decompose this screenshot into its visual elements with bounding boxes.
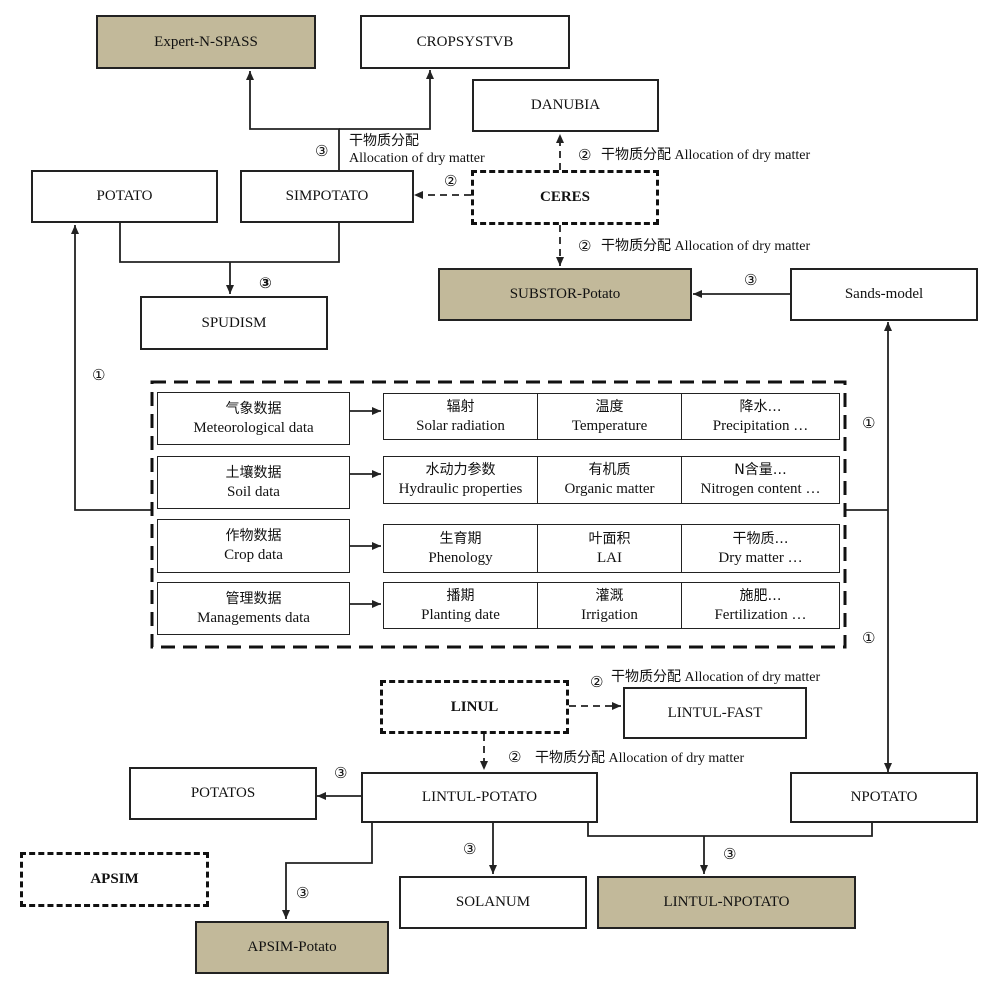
connector-simpotato-expert bbox=[246, 71, 340, 170]
item-en: Irrigation bbox=[581, 606, 638, 623]
data-category-crop: 作物数据 Crop data bbox=[157, 519, 350, 573]
marker-3: ③ bbox=[334, 764, 348, 782]
item-en: LAI bbox=[597, 549, 622, 566]
item-en: Temperature bbox=[571, 417, 648, 434]
item-en: Precipitation … bbox=[712, 417, 809, 434]
item-zh: 干物质… bbox=[732, 530, 789, 547]
marker-2: ② bbox=[590, 673, 604, 691]
connector-data-potato bbox=[71, 225, 152, 511]
item-en: Fertilization … bbox=[714, 606, 807, 623]
model-sands: Sands-model bbox=[790, 268, 978, 321]
connector-lintul-apsimpotato bbox=[282, 823, 373, 919]
data-item: 降水… Precipitation … bbox=[681, 393, 840, 440]
data-category-soil: 土壤数据 Soil data bbox=[157, 456, 350, 509]
model-potatos: POTATOS bbox=[129, 767, 317, 820]
model-apsim: APSIM bbox=[20, 852, 209, 907]
item-zh: 生育期 bbox=[439, 530, 482, 547]
data-item: 播期 Planting date bbox=[383, 582, 538, 629]
model-substor-potato: SUBSTOR-Potato bbox=[438, 268, 692, 321]
connector-to-lintul-npotato bbox=[587, 823, 873, 837]
category-zh: 作物数据 bbox=[225, 528, 282, 544]
model-lintul-potato: LINTUL-POTATO bbox=[361, 772, 598, 823]
connector-simpotato-cropsys bbox=[339, 70, 434, 130]
item-zh: 施肥… bbox=[739, 587, 782, 604]
item-zh: 降水… bbox=[739, 398, 782, 415]
data-item: 叶面积 LAI bbox=[537, 524, 682, 573]
marker-2: ② bbox=[578, 237, 592, 255]
model-spudism: SPUDISM bbox=[140, 296, 328, 350]
data-item: 辐射 Solar radiation bbox=[383, 393, 538, 440]
model-potato: POTATO bbox=[31, 170, 218, 223]
model-solanum: SOLANUM bbox=[399, 876, 587, 929]
marker-3: ③ bbox=[463, 840, 477, 858]
item-en: Phenology bbox=[428, 549, 493, 566]
item-zh: 叶面积 bbox=[588, 530, 631, 547]
item-en: Dry matter … bbox=[718, 549, 803, 566]
category-en: Soil data bbox=[227, 483, 280, 500]
marker-3: ③ bbox=[723, 845, 737, 863]
model-linul: LINUL bbox=[380, 680, 569, 734]
marker-3: ③ bbox=[315, 142, 329, 160]
model-danubia: DANUBIA bbox=[472, 79, 659, 132]
model-apsim-potato: APSIM-Potato bbox=[195, 921, 389, 974]
item-zh: N含量… bbox=[734, 462, 787, 478]
item-zh: 温度 bbox=[595, 398, 624, 415]
alloc-label-substor: 干物质分配 Allocation of dry matter bbox=[601, 238, 811, 254]
item-en: Solar radiation bbox=[416, 417, 505, 434]
item-zh: 有机质 bbox=[588, 462, 631, 478]
model-lintul-fast: LINTUL-FAST bbox=[623, 687, 807, 739]
marker-1: ① bbox=[862, 629, 876, 647]
marker-2: ② bbox=[578, 146, 592, 164]
item-zh: 辐射 bbox=[446, 398, 475, 415]
model-lintul-npotato: LINTUL-NPOTATO bbox=[597, 876, 856, 929]
data-item: 生育期 Phenology bbox=[383, 524, 538, 573]
data-item: 灌溉 Irrigation bbox=[537, 582, 682, 629]
alloc-label-lintul-potato: 干物质分配 Allocation of dry matter bbox=[535, 750, 745, 766]
item-zh: 水动力参数 bbox=[425, 462, 496, 478]
marker-2: ② bbox=[508, 748, 522, 766]
model-ceres: CERES bbox=[471, 170, 659, 225]
data-item: 干物质… Dry matter … bbox=[681, 524, 840, 573]
alloc-label-lintul-fast: 干物质分配 Allocation of dry matter bbox=[611, 669, 821, 685]
connector-to-spudism bbox=[119, 223, 340, 263]
item-zh: 播期 bbox=[446, 587, 475, 604]
data-category-management: 管理数据 Managements data bbox=[157, 582, 350, 635]
item-en: Organic matter bbox=[564, 481, 655, 497]
marker-3: ③ bbox=[744, 271, 758, 289]
alloc-label-simpotato: 干物质分配 Allocation of dry matter bbox=[349, 133, 485, 166]
marker-3: ③ bbox=[259, 274, 272, 292]
category-zh: 土壤数据 bbox=[225, 464, 282, 481]
item-en: Nitrogen content … bbox=[700, 481, 821, 497]
model-npotato: NPOTATO bbox=[790, 772, 978, 823]
data-item: 温度 Temperature bbox=[537, 393, 682, 440]
data-item: 有机质 Organic matter bbox=[537, 456, 682, 504]
data-input-block-outline bbox=[150, 380, 847, 649]
data-category-meteorological: 气象数据 Meteorological data bbox=[157, 392, 350, 445]
category-zh: 气象数据 bbox=[225, 400, 282, 417]
category-en: Managements data bbox=[197, 609, 310, 626]
model-expert-n-spass: Expert-N-SPASS bbox=[96, 15, 316, 69]
marker-1: ① bbox=[862, 414, 876, 432]
model-simpotato: SIMPOTATO bbox=[240, 170, 414, 223]
category-en: Meteorological data bbox=[193, 419, 314, 436]
model-cropsystvb: CROPSYSTVB bbox=[360, 15, 570, 69]
marker-2: ② bbox=[444, 172, 458, 190]
marker-1: ① bbox=[92, 366, 106, 384]
item-zh: 灌溉 bbox=[595, 587, 624, 604]
data-item: 水动力参数 Hydraulic properties bbox=[383, 456, 538, 504]
category-en: Crop data bbox=[224, 547, 283, 563]
data-item: 施肥… Fertilization … bbox=[681, 582, 840, 629]
item-en: Hydraulic properties bbox=[398, 481, 523, 497]
data-item: N含量… Nitrogen content … bbox=[681, 456, 840, 504]
alloc-label-danubia: 干物质分配 Allocation of dry matter bbox=[601, 147, 811, 163]
item-en: Planting date bbox=[421, 606, 500, 623]
marker-3: ③ bbox=[296, 884, 310, 902]
category-zh: 管理数据 bbox=[225, 590, 282, 607]
